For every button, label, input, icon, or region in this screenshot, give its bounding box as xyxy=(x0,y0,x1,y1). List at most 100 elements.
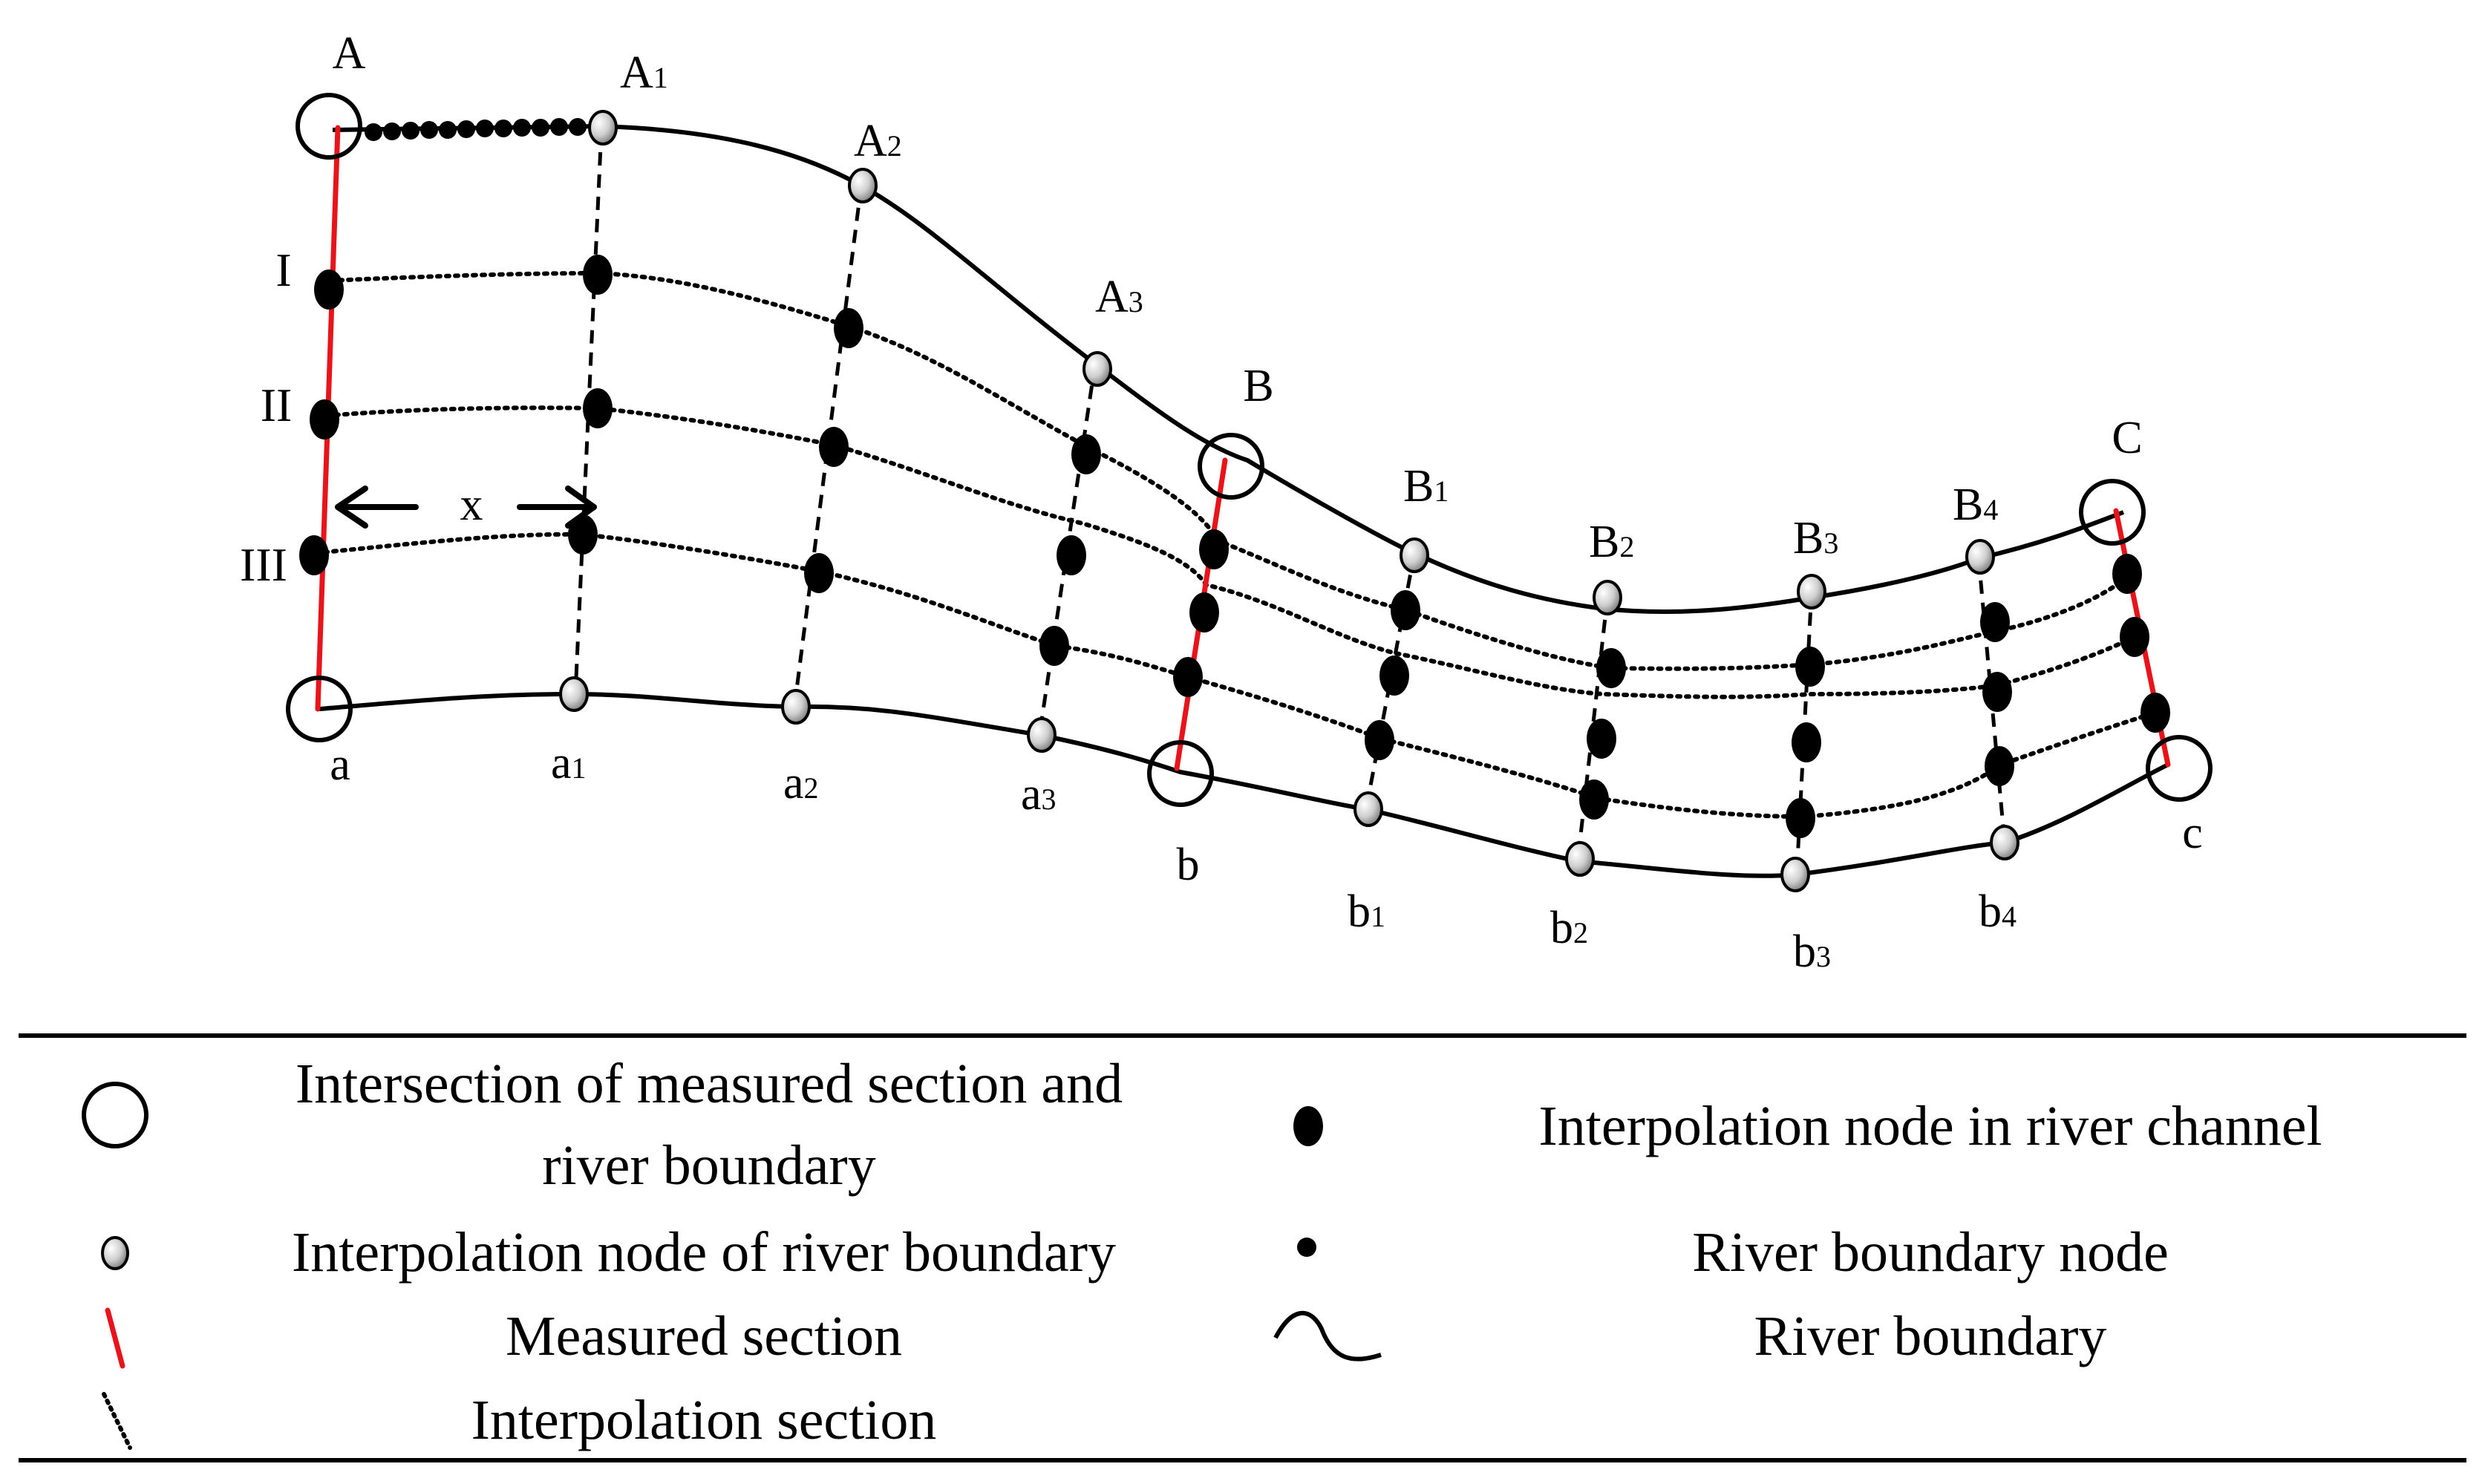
channel-node xyxy=(1982,672,2012,712)
boundary-node xyxy=(365,123,382,141)
label-a3: a3 xyxy=(1021,769,1057,820)
label-A: A xyxy=(333,28,366,79)
legend-intersection-label-2: river boundary xyxy=(542,1134,876,1197)
label-B1: B1 xyxy=(1403,461,1449,511)
grey-node-A2 xyxy=(848,168,878,203)
legend-measured-icon xyxy=(105,1307,125,1369)
legend-measured-label: Measured section xyxy=(506,1305,902,1367)
label-b2: b2 xyxy=(1550,903,1588,953)
grey-node-B3 xyxy=(1797,574,1826,609)
label-a2: a2 xyxy=(783,758,819,808)
interpolation-line-I xyxy=(328,270,2133,671)
label-a: a xyxy=(330,739,350,790)
intersection-C xyxy=(2079,479,2146,546)
upper-river-boundary xyxy=(332,123,2125,615)
grey-node-A1 xyxy=(588,110,618,146)
interp-section-a1 xyxy=(573,129,604,695)
legend-interp-section-label: Interpolation section xyxy=(471,1389,937,1451)
legend-river-boundary-label: River boundary xyxy=(1754,1305,2107,1367)
grey-node-a3 xyxy=(1027,717,1057,753)
label-b: b xyxy=(1177,840,1200,890)
right-arrow-head xyxy=(565,486,597,529)
channel-node xyxy=(1379,656,1409,696)
grey-node-b4 xyxy=(1990,825,2019,860)
grey-node-b1 xyxy=(1353,791,1383,827)
channel-node xyxy=(1039,626,1069,666)
legend-boundary-node-icon xyxy=(1297,1238,1316,1257)
channel-node xyxy=(804,553,834,593)
grey-node-a2 xyxy=(781,689,811,725)
roman-labels: I II III xyxy=(240,243,292,591)
channel-node xyxy=(583,255,613,295)
label-B: B xyxy=(1243,361,1273,411)
label-c: c xyxy=(2182,808,2203,858)
channel-node xyxy=(1596,648,1626,688)
label-II: II xyxy=(261,379,293,431)
grey-node-b3 xyxy=(1780,857,1810,892)
boundary-node xyxy=(402,122,419,140)
channel-node xyxy=(1792,722,1821,762)
channel-node xyxy=(819,427,849,467)
channel-node xyxy=(1980,602,2010,642)
label-A3: A3 xyxy=(1095,272,1143,322)
boundary-node xyxy=(457,120,475,138)
channel-node xyxy=(834,308,863,348)
label-A1: A1 xyxy=(620,48,668,98)
interpolation-line-III xyxy=(313,532,2158,820)
distance-label-x: x xyxy=(460,480,483,530)
channel-node xyxy=(1391,590,1420,630)
boundary-node xyxy=(420,121,438,139)
label-b4: b4 xyxy=(1979,886,2017,937)
legend-intersection-label: Intersection of measured section and xyxy=(295,1053,1123,1115)
channel-node xyxy=(1057,535,1086,575)
label-B2: B2 xyxy=(1589,517,1634,567)
channel-interpolation-nodes xyxy=(299,255,2170,838)
intersection-b xyxy=(1147,740,1214,807)
legend-intersection-icon xyxy=(82,1082,148,1148)
grey-node-B2 xyxy=(1593,580,1622,615)
legend: Intersection of measured section and riv… xyxy=(82,1053,2322,1451)
boundary-node xyxy=(439,121,457,139)
intersection-c xyxy=(2146,735,2213,802)
legend-grey-node-icon xyxy=(101,1236,129,1270)
label-b3: b3 xyxy=(1793,926,1831,977)
intersection-B xyxy=(1198,433,1264,500)
grey-node-b2 xyxy=(1565,841,1595,877)
grey-node-a1 xyxy=(559,676,589,712)
label-I: I xyxy=(275,243,291,296)
channel-node xyxy=(2141,693,2170,733)
channel-node xyxy=(1786,798,1815,838)
label-B4: B4 xyxy=(1953,480,1998,530)
boundary-node xyxy=(476,120,494,137)
channel-node xyxy=(1365,720,1394,760)
intersection-A xyxy=(295,93,362,160)
label-A2: A2 xyxy=(854,116,902,166)
label-a1: a1 xyxy=(551,738,587,788)
channel-node xyxy=(1985,746,2014,786)
legend-grey-node-label: Interpolation node of river boundary xyxy=(292,1221,1116,1284)
channel-node xyxy=(1071,434,1101,474)
upper-labels: A A1 A2 A3 B B1 B2 B3 B4 C xyxy=(333,28,2143,567)
label-C: C xyxy=(2112,413,2142,463)
river-boundary-nodes xyxy=(365,118,587,141)
boundary-node xyxy=(569,118,587,136)
grey-node-B1 xyxy=(1400,537,1429,573)
boundary-node xyxy=(550,118,568,136)
label-III: III xyxy=(240,538,287,591)
channel-node xyxy=(1199,529,1229,569)
channel-node xyxy=(299,535,329,575)
legend-boundary-node-label: River boundary node xyxy=(1692,1221,2169,1284)
legend-channel-node-icon xyxy=(1293,1106,1323,1146)
distance-arrows xyxy=(335,486,597,529)
left-arrow-head xyxy=(335,486,368,529)
channel-node xyxy=(1173,657,1203,697)
channel-node xyxy=(1587,719,1616,759)
channel-node xyxy=(1579,779,1609,820)
lower-labels: a a1 a2 a3 b b1 b2 b3 b4 c xyxy=(330,738,2203,977)
boundary-interpolation-nodes xyxy=(559,110,2019,892)
channel-node xyxy=(583,388,613,428)
label-B3: B3 xyxy=(1793,513,1838,563)
grey-node-B4 xyxy=(1965,539,1995,575)
channel-node xyxy=(314,269,344,310)
